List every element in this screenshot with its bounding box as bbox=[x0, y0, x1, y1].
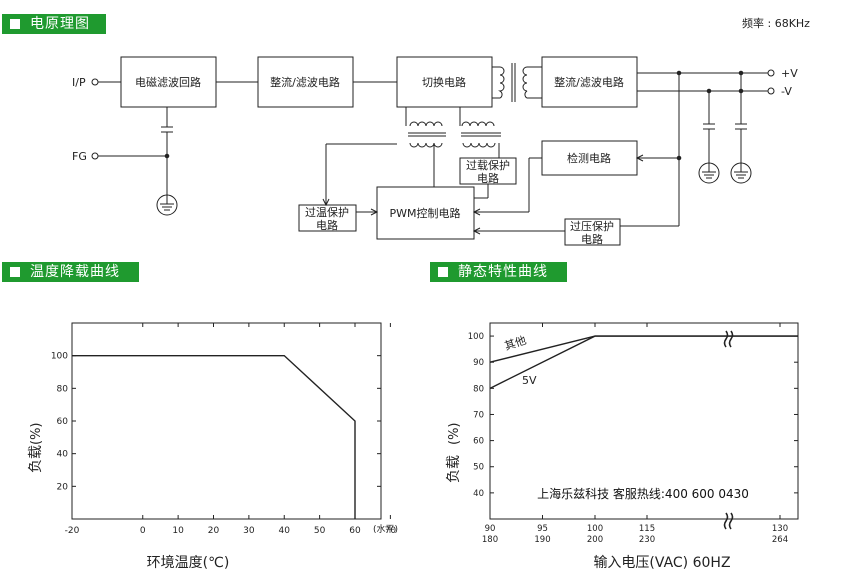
pwm-control-block bbox=[376, 186, 475, 240]
overvolt-protection-block bbox=[564, 218, 621, 246]
derating-curve bbox=[72, 354, 356, 519]
arrow-icon bbox=[370, 208, 379, 216]
derating-ticks: -20 0 10 20 30 40 50 60 70 100 80 60 40 20 bbox=[51, 323, 397, 536]
derating-ylabel-2: (%) bbox=[29, 423, 44, 446]
x-tick-label-bottom: 264 bbox=[772, 535, 788, 545]
earth-ground-icon bbox=[698, 162, 720, 184]
section-title: 静态特性曲线 bbox=[458, 264, 548, 280]
static-ticks: 9018095190100200115230130264100908070605… bbox=[468, 323, 798, 545]
rectifier-filter-label-1: 整流/滤波电路 bbox=[270, 75, 340, 89]
switching-label: 切换电路 bbox=[422, 75, 466, 89]
switching-block bbox=[396, 56, 493, 108]
x-tick-label-top: 115 bbox=[639, 524, 655, 534]
earth-ground-icon bbox=[730, 162, 752, 184]
drive-transformer-icon bbox=[459, 107, 501, 148]
x-tick-label-bottom: 230 bbox=[639, 535, 655, 545]
series-label-other: 其他 bbox=[503, 334, 528, 353]
axis-break-icon bbox=[723, 330, 734, 530]
input-label: I/P bbox=[72, 76, 86, 89]
plus-v-terminal bbox=[767, 69, 775, 77]
x-tick-label: 20 bbox=[208, 526, 220, 536]
section-header-schematic: 电原理图 bbox=[2, 14, 106, 34]
fg-label: FG bbox=[72, 150, 87, 163]
x-tick-label: 70 bbox=[385, 526, 397, 536]
y-tick-label: 80 bbox=[57, 384, 69, 394]
x-tick-label: 40 bbox=[279, 526, 291, 536]
input-terminal bbox=[91, 78, 99, 86]
y-tick-label: 70 bbox=[473, 410, 484, 420]
static-plot-frame bbox=[489, 322, 799, 520]
x-tick-label: 10 bbox=[172, 526, 184, 536]
transformer-icon bbox=[492, 63, 542, 102]
y-tick-label: 100 bbox=[51, 352, 68, 362]
derating-x-unit: (水平) bbox=[373, 523, 398, 535]
section-title: 温度降载曲线 bbox=[30, 264, 120, 280]
x-tick-label-bottom: 190 bbox=[534, 535, 550, 545]
series-label-5v: 5V bbox=[522, 374, 537, 387]
static-xlabel: 输入电压(VAC) 60HZ bbox=[593, 555, 730, 571]
minus-v-terminal bbox=[767, 87, 775, 95]
static-ylabel-1: 负载 bbox=[446, 455, 462, 483]
section-title: 电原理图 bbox=[30, 16, 90, 32]
y-tick-label: 90 bbox=[473, 358, 484, 368]
x-tick-label: 50 bbox=[314, 526, 326, 536]
x-tick-label: 60 bbox=[349, 526, 361, 536]
x-tick-label-top: 95 bbox=[537, 524, 548, 534]
y-tick-label: 50 bbox=[473, 463, 484, 473]
square-bullet-icon bbox=[438, 267, 448, 277]
drive-transformer-icon bbox=[405, 107, 446, 187]
static-curve-other bbox=[489, 335, 798, 363]
pwm-label: PWM控制电路 bbox=[389, 206, 460, 220]
static-ylabel-2: (%) bbox=[447, 423, 462, 446]
x-tick-label-top: 100 bbox=[587, 524, 603, 534]
square-bullet-icon bbox=[10, 267, 20, 277]
rectifier-filter-block-2 bbox=[541, 56, 638, 108]
y-tick-label: 60 bbox=[473, 437, 484, 447]
overvolt-label-1: 过压保护 bbox=[570, 219, 614, 233]
static-curve-5v bbox=[489, 335, 798, 389]
overtemp-label-2: 电路 bbox=[316, 219, 338, 232]
x-tick-label: 0 bbox=[140, 526, 146, 536]
y-tick-label: 40 bbox=[57, 450, 69, 460]
y-tick-label: 40 bbox=[473, 489, 484, 499]
section-header-derating: 温度降载曲线 bbox=[2, 262, 139, 282]
derating-xlabel: 环境温度(℃) bbox=[147, 555, 230, 571]
emi-filter-label: 电磁滤波回路 bbox=[135, 76, 201, 89]
y-tick-label: 80 bbox=[473, 384, 484, 394]
section-header-static: 静态特性曲线 bbox=[430, 262, 567, 282]
x-tick-label: 30 bbox=[243, 526, 255, 536]
x-tick-label-bottom: 200 bbox=[587, 535, 603, 545]
detection-label: 检测电路 bbox=[567, 151, 611, 165]
y-tick-label: 20 bbox=[57, 482, 69, 492]
rectifier-filter-label-2: 整流/滤波电路 bbox=[554, 75, 624, 89]
x-tick-label-bottom: 180 bbox=[482, 535, 498, 545]
frequency-label: 频率 : 68KHz bbox=[742, 16, 810, 30]
static-annotation: 上海乐兹科技 客服热线:400 600 0430 bbox=[537, 486, 749, 501]
junction-dot bbox=[164, 153, 170, 159]
x-tick-label-top: 90 bbox=[485, 524, 496, 534]
overvolt-label-2: 电路 bbox=[581, 233, 603, 246]
overload-label-1: 过载保护 bbox=[466, 158, 510, 172]
x-tick-label: -20 bbox=[65, 526, 80, 536]
y-tick-label: 100 bbox=[468, 332, 484, 342]
arrow-icon bbox=[472, 227, 481, 235]
overtemp-label-1: 过温保护 bbox=[305, 205, 349, 219]
plus-v-label: +V bbox=[781, 67, 798, 80]
minus-v-label: -V bbox=[781, 85, 792, 98]
x-tick-label-top: 130 bbox=[772, 524, 788, 534]
fg-terminal bbox=[91, 152, 99, 160]
overtemp-protection-block bbox=[298, 204, 357, 232]
earth-ground-icon bbox=[156, 194, 178, 216]
derating-plot-frame bbox=[71, 322, 382, 520]
square-bullet-icon bbox=[10, 19, 20, 29]
derating-ylabel-1: 负载 bbox=[28, 445, 44, 473]
overload-label-2: 电路 bbox=[477, 172, 499, 185]
y-tick-label: 60 bbox=[57, 417, 69, 427]
